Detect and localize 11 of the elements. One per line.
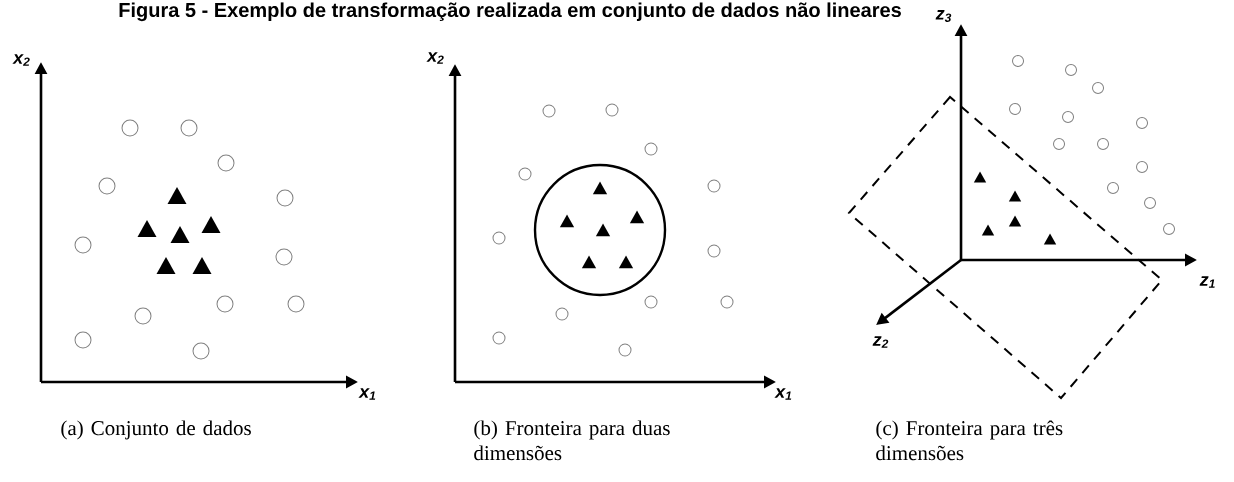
axis-label: z$_{2}$ — [872, 336, 889, 348]
axis-label: x$_{1}$ — [358, 388, 376, 400]
axis-label: x$_{1}$ — [774, 388, 792, 400]
caption: (b) Fronteira para duas dimensões — [474, 420, 670, 461]
axis-label: x$_{2}$ — [426, 52, 444, 64]
caption: (c) Fronteira para três dimensões — [876, 420, 1063, 461]
title: Figura 5 - Exemplo de transformação realizada em conjunto de dados não lineares — [119, 2, 901, 22]
axis-label: z$_{1}$ — [1199, 276, 1215, 288]
axis-label: x$_{2}$ — [12, 54, 30, 66]
axis-label: z$_{3}$ — [935, 10, 952, 22]
caption: (a) Conjunto de dados — [61, 420, 251, 440]
